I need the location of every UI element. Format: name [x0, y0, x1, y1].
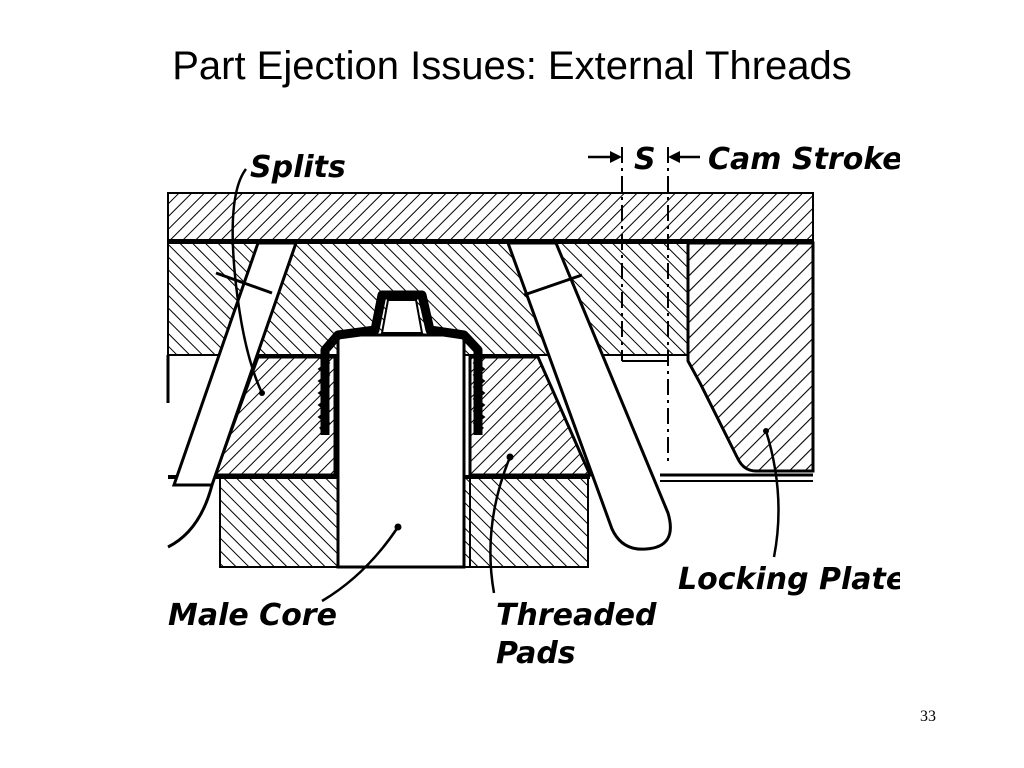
male-core — [336, 333, 466, 569]
label-cam-stroke: Cam Stroke — [708, 142, 900, 177]
label-threaded: Threaded — [496, 598, 657, 633]
label-pads: Pads — [496, 636, 576, 671]
label-splits: Splits — [250, 150, 346, 185]
threaded-part — [320, 290, 483, 435]
locking-plate — [686, 241, 815, 473]
label-s: S — [634, 142, 656, 177]
leader-locking-plate — [764, 430, 780, 558]
mold-cross-section-diagram: Splits S Cam Stroke Locking Plate Male C… — [166, 142, 900, 671]
label-locking-plate: Locking Plate — [678, 562, 900, 597]
top-plate — [167, 192, 814, 242]
leader-threaded-pads — [489, 456, 512, 594]
cam-pin-right — [505, 241, 672, 551]
leader-male-core — [321, 526, 400, 603]
page-number: 33 — [920, 708, 936, 725]
slide-title: Part Ejection Issues: External Threads — [172, 44, 852, 88]
leader-splits — [231, 168, 264, 394]
label-male-core: Male Core — [168, 598, 337, 633]
